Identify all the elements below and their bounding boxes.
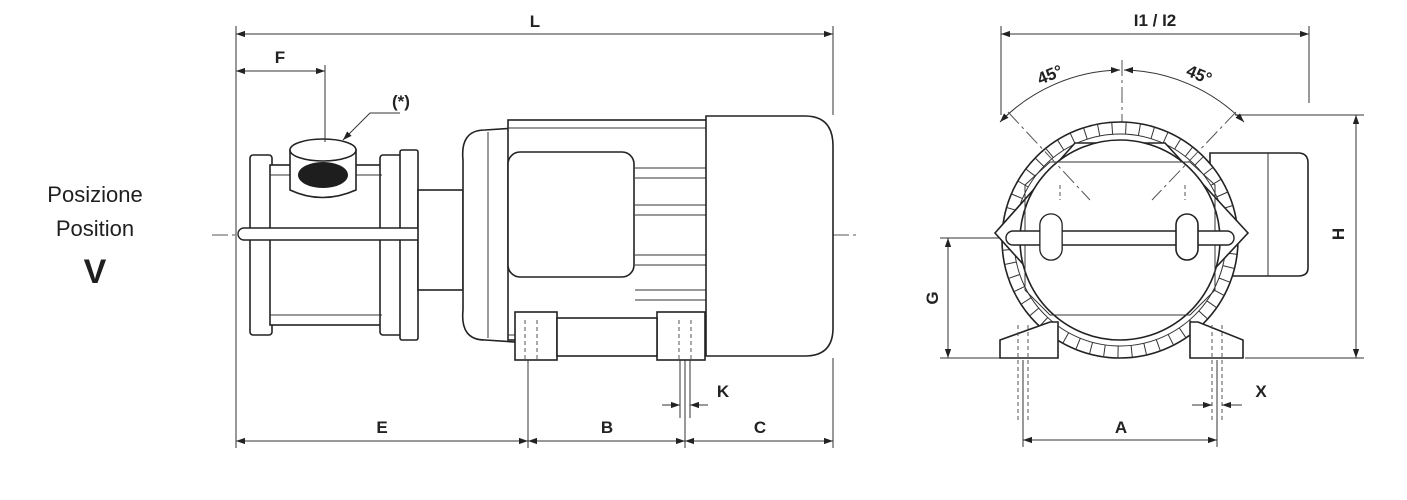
dim-label-E: E [376,418,387,437]
fan-cover [706,116,833,356]
motor-body [508,120,708,360]
dim-label-F: F [275,48,285,67]
front-view: I1 / I2 45° 45° G H A X [923,11,1364,447]
dim-label-G: G [923,291,942,304]
dim-label-B: B [601,418,613,437]
dim-label-K: K [717,382,730,401]
dim-label-X: X [1255,382,1267,401]
coupling [418,128,515,342]
position-label-italian: Posizione [20,182,170,208]
dim-label-H: H [1329,228,1348,240]
dim-label-I: I1 / I2 [1134,11,1177,30]
dim-label-C: C [754,418,766,437]
cooling-fin [1126,122,1127,134]
position-code: V [20,253,170,292]
position-label-english: Position [20,216,170,242]
terminal-box [508,152,634,277]
inlet-opening [298,162,348,188]
pump-head [238,139,438,340]
side-view: L F (*) E B C K [212,12,858,448]
foot-right [1190,322,1243,358]
note-marker: (*) [392,92,410,111]
angle-label-right: 45° [1184,61,1215,88]
dim-label-L: L [530,12,540,31]
foot-left [1000,322,1058,358]
dim-label-A: A [1115,418,1127,437]
angle-label-left: 45° [1034,61,1065,88]
